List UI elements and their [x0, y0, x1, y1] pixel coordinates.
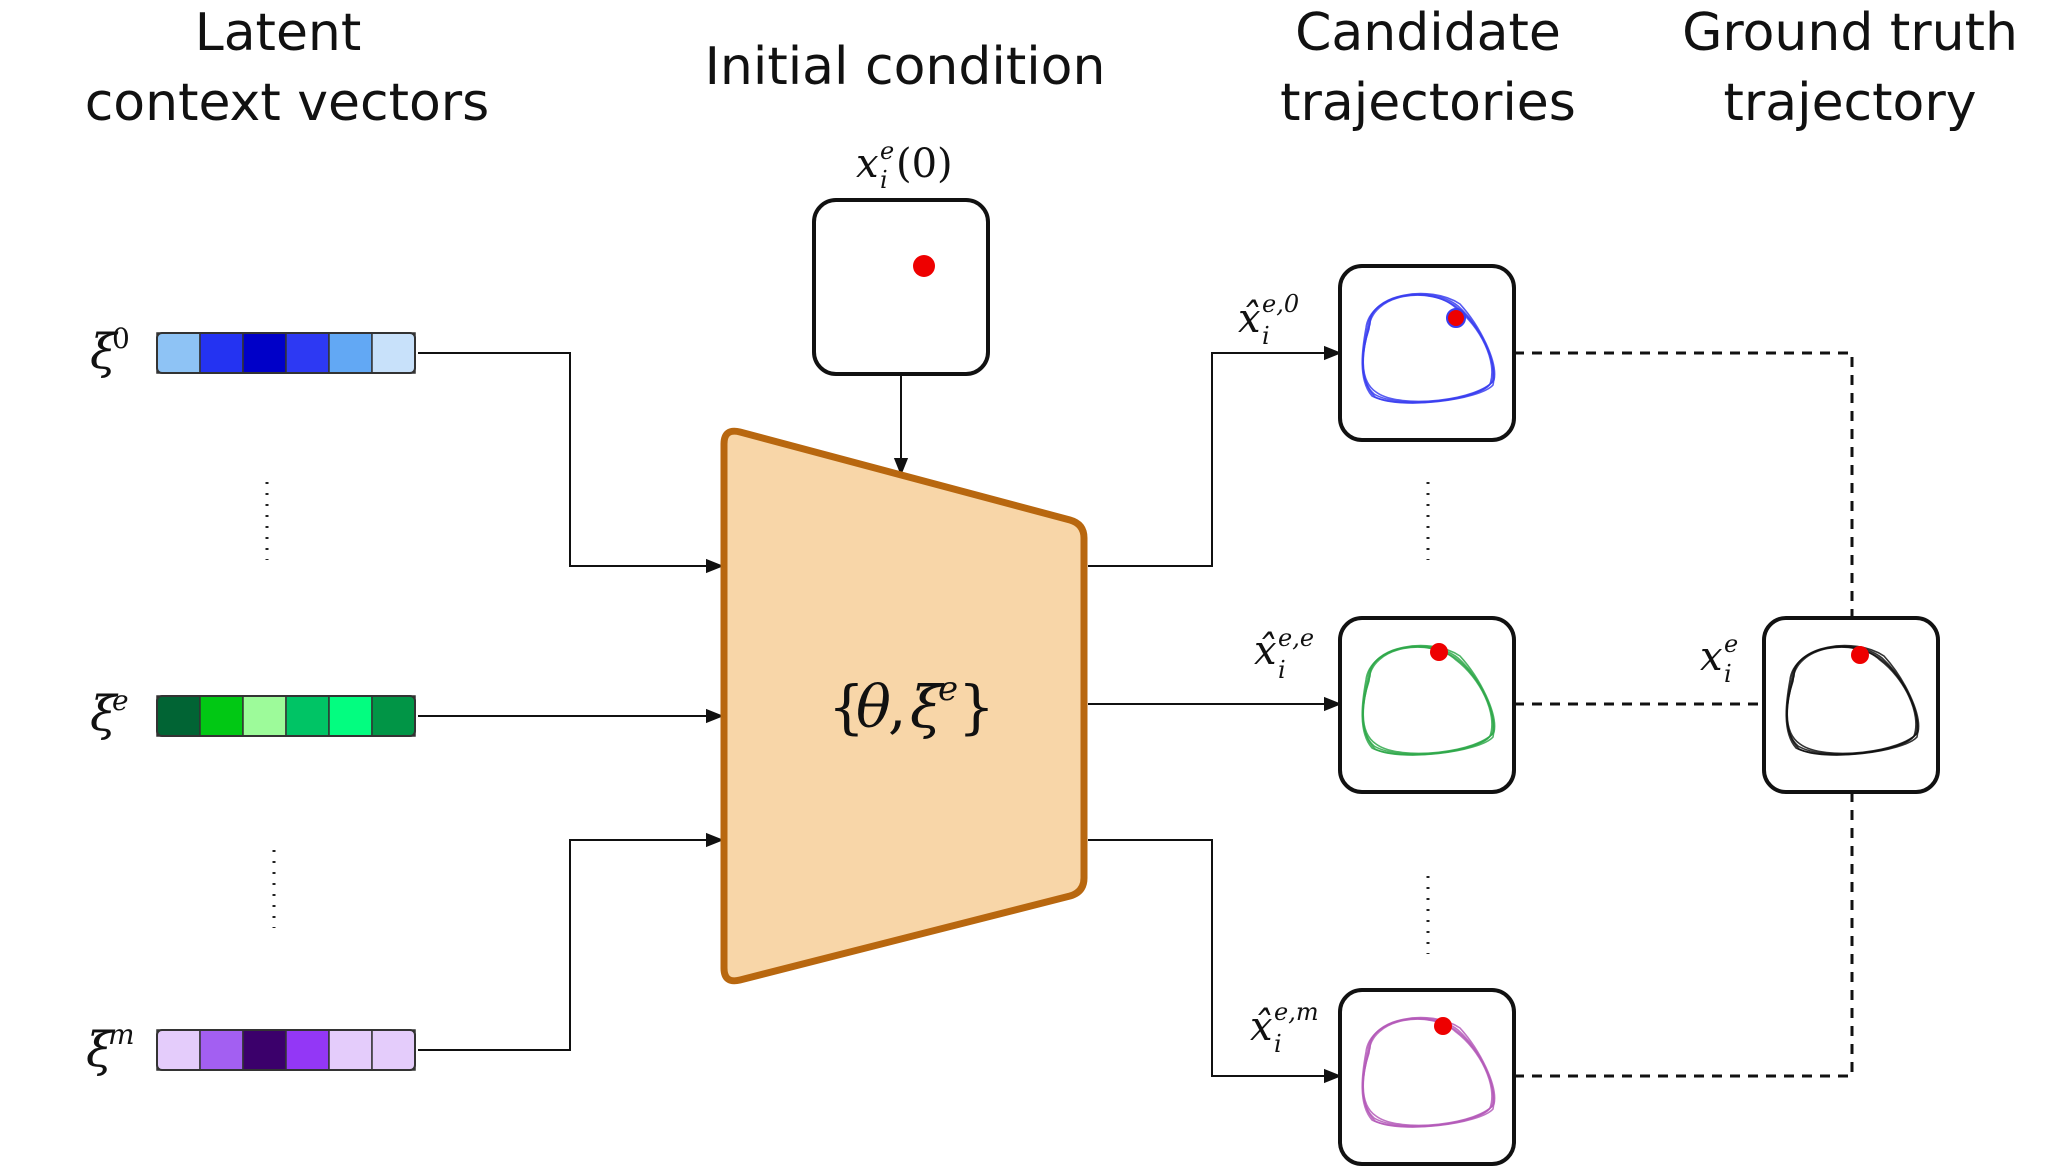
latent-cell: [156, 332, 201, 374]
trajectory-curve: [1786, 646, 1919, 756]
candidate-superscript: e,0: [1262, 290, 1299, 318]
connector-model-to-candidate-m: [1088, 839, 1342, 1084]
latent-superscript: m: [108, 1018, 135, 1051]
connector-latent-m: [418, 832, 724, 1051]
candidate-superscript: e,m: [1274, 998, 1319, 1026]
model-brace-open: {: [828, 673, 865, 741]
connector-latent-0: [418, 352, 724, 574]
model-comma: ,: [888, 673, 906, 741]
candidate-trajectory-e: [1361, 644, 1496, 756]
latent-cell: [242, 332, 287, 374]
latent-cell: [285, 695, 330, 737]
candidate-label-m: x̂ e,m i: [1250, 998, 1319, 1058]
model-theta: θ: [856, 673, 891, 741]
candidate-trajectory-0: [1361, 292, 1496, 404]
ground-truth-label: x e i: [1700, 630, 1738, 688]
latent-symbol: ξ: [90, 324, 119, 380]
latent-vector-outline: [156, 695, 416, 737]
candidate-point-marker: [1434, 1017, 1452, 1035]
heading-ground-line2: trajectory: [1723, 73, 1976, 133]
ic-symbol: x: [856, 141, 879, 187]
latent-cell: [199, 1029, 244, 1071]
latent-cell: [199, 332, 244, 374]
comparison-line-m: [1514, 792, 1854, 1078]
candidate-subscript: i: [1262, 322, 1270, 350]
ground-truth-trajectory: [1785, 644, 1920, 756]
trajectory-curve: [1362, 294, 1495, 404]
latent-cell: [242, 695, 287, 737]
heading-initial-condition: Initial condition: [705, 37, 1106, 97]
initial-condition-box: [812, 198, 990, 376]
candidate-point-marker: [1446, 308, 1466, 328]
model-superscript: e: [938, 669, 958, 709]
latent-label-e: ξ e: [90, 684, 129, 742]
candidate-subscript: i: [1278, 656, 1286, 684]
latent-cell: [242, 1029, 287, 1071]
latent-cell: [156, 1029, 201, 1071]
latent-vector-e: [156, 695, 416, 737]
latent-cell: [328, 1029, 373, 1071]
candidate-symbol: x̂: [1254, 628, 1277, 674]
latent-superscript: e: [112, 684, 129, 717]
ic-subscript: i: [880, 166, 888, 194]
ic-superscript: e: [880, 137, 894, 165]
comparison-line-0: [1514, 351, 1854, 618]
latent-label-0: ξ 0: [90, 322, 130, 380]
candidate-subscript: i: [1274, 1030, 1282, 1058]
trajectory-curve: [1362, 1018, 1495, 1128]
candidate-trajectory-m: [1361, 1016, 1496, 1128]
trajectory-curve: [1362, 646, 1495, 756]
latent-superscript: 0: [112, 322, 130, 355]
latent-cell: [285, 1029, 330, 1071]
latent-vector-outline: [156, 332, 416, 374]
ground-truth-subscript: i: [1724, 660, 1732, 688]
latent-vector-outline: [156, 1029, 416, 1071]
heading-ground-line1: Ground truth: [1682, 3, 2018, 63]
initial-point-marker: [913, 255, 935, 277]
latent-cell: [199, 695, 244, 737]
candidate-symbol: x̂: [1238, 296, 1261, 342]
latent-cell: [285, 332, 330, 374]
ic-argument: (0): [896, 141, 953, 187]
latent-cell: [156, 695, 201, 737]
ground-truth-symbol: x: [1700, 634, 1723, 680]
model-brace-close: }: [958, 673, 995, 741]
candidate-label-0: x̂ e,0 i: [1238, 290, 1299, 350]
candidate-superscript: e,e: [1278, 624, 1314, 652]
initial-condition-label: x e i (0): [856, 137, 953, 194]
latent-cell: [371, 695, 416, 737]
heading-latent-line2: context vectors: [85, 73, 490, 133]
candidate-label-e: x̂ e,e i: [1254, 624, 1314, 684]
latent-cell: [371, 332, 416, 374]
model-label: { θ , ξ e }: [828, 669, 995, 741]
latent-label-m: ξ m: [86, 1018, 135, 1078]
latent-vector-0: [156, 332, 416, 374]
latent-symbol: ξ: [90, 686, 119, 742]
candidate-point-marker: [1430, 643, 1448, 661]
latent-cell: [328, 332, 373, 374]
heading-candidate-line2: trajectories: [1280, 73, 1576, 133]
latent-cell: [328, 695, 373, 737]
heading-latent-line1: Latent: [195, 3, 362, 63]
ground-truth-superscript: e: [1724, 630, 1738, 658]
latent-vector-m: [156, 1029, 416, 1071]
connector-model-to-candidate-0: [1088, 345, 1342, 567]
ground-truth-point-marker: [1851, 646, 1869, 664]
model-xi: ξ: [910, 673, 945, 741]
candidate-symbol: x̂: [1250, 1004, 1273, 1050]
heading-candidate-line1: Candidate: [1295, 3, 1561, 63]
latent-symbol: ξ: [86, 1022, 115, 1078]
model-trapezoid: [720, 427, 1088, 985]
latent-cell: [371, 1029, 416, 1071]
